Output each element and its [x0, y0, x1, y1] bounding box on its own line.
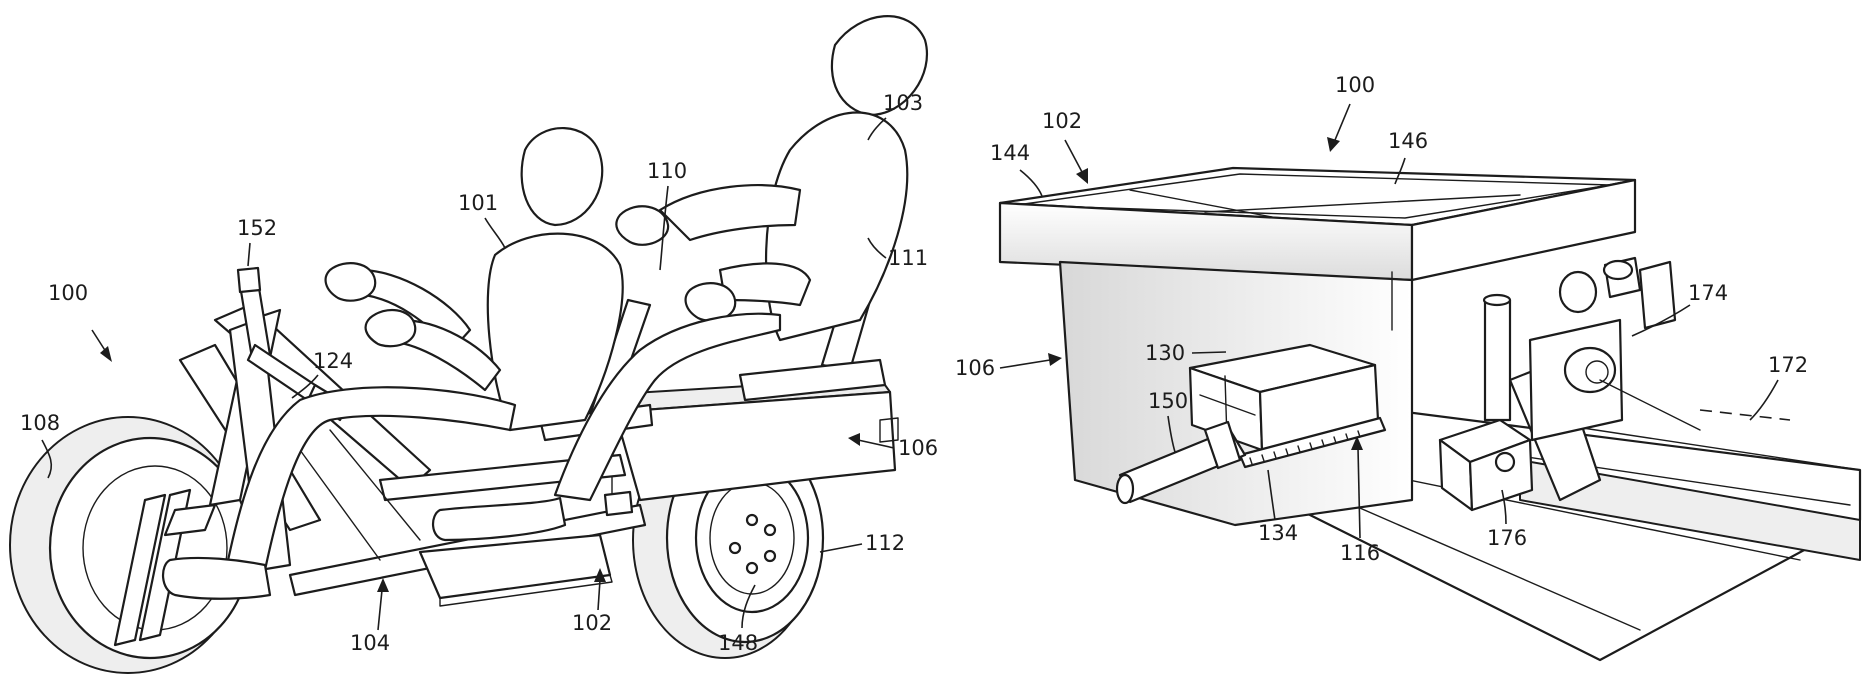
label-172: 172 [1768, 353, 1808, 377]
label-174: 174 [1688, 281, 1728, 305]
label-102-right: 102 [1042, 109, 1082, 133]
leader-172 [1750, 380, 1778, 420]
label-106-right: 106 [955, 356, 995, 380]
label-176: 176 [1487, 526, 1527, 550]
label-106-left: 106 [898, 436, 938, 460]
label-104: 104 [350, 631, 390, 655]
label-100-left: 100 [48, 281, 88, 305]
label-110: 110 [647, 159, 687, 183]
label-103: 103 [883, 91, 923, 115]
centerline-172 [1700, 410, 1790, 420]
leader-100-right [1335, 104, 1350, 140]
label-134: 134 [1258, 521, 1298, 545]
label-108: 108 [20, 411, 60, 435]
label-100-right: 100 [1335, 73, 1375, 97]
left-view-drawing [10, 16, 927, 673]
label-144: 144 [990, 141, 1030, 165]
label-116: 116 [1340, 541, 1380, 565]
label-102-left: 102 [572, 611, 612, 635]
label-146: 146 [1388, 129, 1428, 153]
leader-104 [378, 590, 382, 630]
label-112: 112 [865, 531, 905, 555]
leader-152 [248, 243, 250, 266]
leader-106-right [1000, 360, 1050, 368]
arrowhead-104 [377, 578, 389, 592]
leader-102-right [1065, 140, 1082, 172]
label-148: 148 [718, 631, 758, 655]
leader-101 [485, 218, 505, 248]
arrowhead-100-left [100, 346, 112, 362]
label-130: 130 [1145, 341, 1185, 365]
label-101: 101 [458, 191, 498, 215]
label-152: 152 [237, 216, 277, 240]
leader-112 [820, 544, 862, 552]
arrowhead-106-right [1048, 353, 1062, 366]
post-drawing [1484, 295, 1510, 420]
label-124: 124 [313, 349, 353, 373]
leader-130 [1192, 352, 1226, 353]
arrowhead-100-right [1327, 137, 1340, 152]
leader-144 [1020, 170, 1042, 196]
label-111: 111 [888, 246, 928, 270]
label-150: 150 [1148, 389, 1188, 413]
motor-drawing [1530, 258, 1700, 440]
